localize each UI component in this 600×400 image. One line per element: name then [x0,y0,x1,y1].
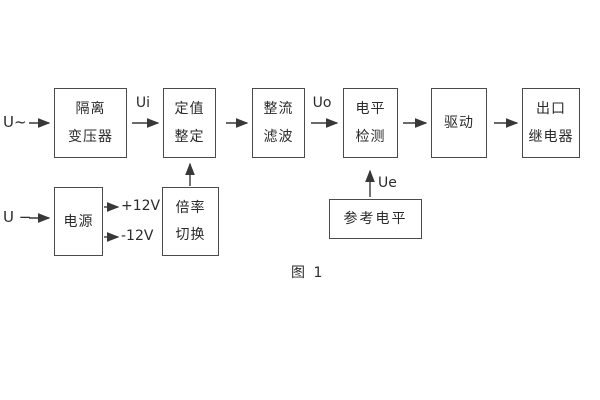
block-level-detect: 电平 检测 [343,88,398,158]
block-line: 检测 [355,129,386,145]
block-line: 参考电平 [343,211,408,227]
block-line: 电源 [63,213,94,230]
signal-label-minus12v: -12V [121,228,154,244]
block-output-relay: 出口 继电器 [522,88,580,158]
block-reference-level: 参考电平 [329,199,422,239]
block-line: 隔离 [75,101,106,117]
block-setting-adjust: 定值 整定 [163,88,216,158]
block-isolation-transformer: 隔离 变压器 [54,88,127,158]
input-label-ac: U~ [3,113,27,131]
block-line: 驱动 [444,115,474,131]
block-line: 整流 [263,101,294,117]
block-line: 定值 [174,101,205,117]
block-line: 整定 [174,129,205,145]
block-ratio-switch: 倍率 切换 [162,187,219,256]
block-power-supply: 电源 [54,187,103,256]
block-line: 倍率 [175,200,206,216]
block-drive: 驱动 [431,88,487,158]
figure-caption: 图 1 [291,265,325,281]
input-label-dc: U − [3,208,32,226]
signal-label-uo: Uo [312,95,332,111]
signal-label-ui: Ui [135,95,151,111]
block-line: 滤波 [263,129,294,145]
block-line: 切换 [175,227,206,243]
signal-label-plus12v: +12V [121,198,161,214]
block-line: 变压器 [68,129,113,145]
block-line: 继电器 [528,129,574,145]
signal-label-ue: Ue [378,175,397,191]
block-line: 电平 [355,101,386,117]
block-rectify-filter: 整流 滤波 [252,88,305,158]
block-line: 出口 [536,101,566,117]
